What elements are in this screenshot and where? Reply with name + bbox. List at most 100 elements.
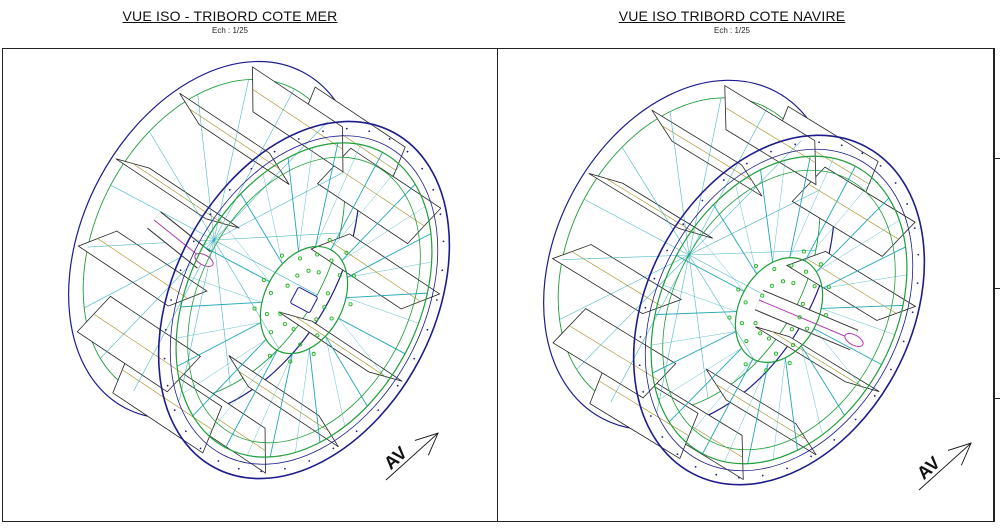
front-spoke [800,345,845,416]
paddle-frame [598,380,690,437]
cross-brace [724,362,769,462]
hub-bolt [739,321,744,326]
hub-bolt [801,249,806,254]
hub-bolt [311,351,316,356]
hub-bolt [743,362,748,367]
rim-bolt [745,162,748,165]
front-spoke [760,169,774,263]
front-spoke [225,350,278,448]
hub-bolt [264,312,269,317]
hub-bolt [329,258,334,263]
hub-bolt [764,368,769,373]
front-spoke [180,301,262,308]
north-arrow-label: AV [913,453,944,484]
cross-brace [801,345,823,435]
front-spoke [315,142,339,247]
rim-bolt [638,364,641,367]
rim-bolt [396,384,399,387]
hub-bolt [315,333,320,338]
cross-brace [295,348,310,453]
back-outer-ring [68,60,360,420]
cross-brace [735,185,757,275]
hub-bolt [348,302,353,307]
hub-bolt [267,353,272,358]
view-title-text: VUE ISO - TRIBORD COTE MER [122,8,338,24]
back-spoke [559,254,690,320]
back-spoke [688,249,816,256]
rim-bolt [879,165,882,167]
front-spoke [784,357,798,451]
front-outer-ring [632,134,926,486]
hub-bolt [744,339,749,344]
north-arrow-icon: AV [380,432,439,481]
hub-bolt [322,305,327,310]
front-spoke [713,204,758,275]
cross-brace [347,261,432,278]
north-arrow-shaft [385,432,439,481]
hub-bolt [282,322,287,327]
cross-brace [176,322,261,339]
hub-flange [734,256,824,364]
rim-bolt [916,282,919,285]
cross-brace [246,353,293,456]
cross-brace [330,165,401,250]
paddle-frame [725,107,816,163]
cross-brace [189,276,263,303]
cross-brace [262,173,283,264]
cross-brace [207,350,278,435]
rim-bolt [666,249,669,252]
shaft-end [844,333,864,347]
rim-bolt [644,306,647,309]
hub-bolt [760,293,765,298]
rim-bolt [192,240,195,243]
front-inner-ring [650,155,908,465]
rim-bolt [873,394,876,397]
hub-bolt [800,301,805,306]
front-spoke [240,193,283,265]
front-spoke [821,246,906,289]
paddle-wheel-view-sea-side: AV [68,60,451,481]
front-outer-ring [157,120,451,480]
front-spoke [813,328,882,365]
paddle-frame [715,384,807,440]
rim-bolt [332,447,335,450]
front-spoke [816,197,890,273]
rim-bolt [250,167,253,170]
front-spoke [654,311,737,316]
view-title-ship-side: VUE ISO TRIBORD COTE NAVIRE Ech : 1/25 [612,8,852,35]
cross-brace [822,274,907,289]
front-spoke [804,166,856,262]
rim-bolt [199,447,202,450]
hub-bolt [337,273,342,278]
front-spoke [269,353,293,458]
rim-bolt [854,418,857,421]
paddle-frame [605,178,696,234]
back-spoke [562,254,690,261]
front-spoke [341,183,416,261]
rim-bolt [661,436,664,438]
cross-brace [692,228,745,292]
hub-bolt [327,237,332,243]
cross-brace [651,331,736,346]
rim-bolt [715,473,718,476]
rim-bolt [861,152,864,155]
hub-bolt [316,270,321,275]
rim-bolt [406,150,409,153]
cross-brace [298,147,313,252]
front-spoke [176,322,261,367]
hub-bolt [772,267,777,272]
cross-brace [338,318,389,382]
front-spoke [702,358,754,454]
rim-bolt [322,130,324,133]
paddle-frame [571,251,663,307]
paddle-frame [132,163,223,224]
front-spoke [338,317,406,355]
rim-bolt [297,138,300,140]
hub-bolt [789,263,794,268]
north-arrow-icon: AV [913,442,972,491]
rim-bolt [639,335,642,338]
rim-bolt [368,130,371,133]
rim-bolt [794,143,797,146]
back-spoke [213,239,231,386]
front-spoke [287,157,300,252]
